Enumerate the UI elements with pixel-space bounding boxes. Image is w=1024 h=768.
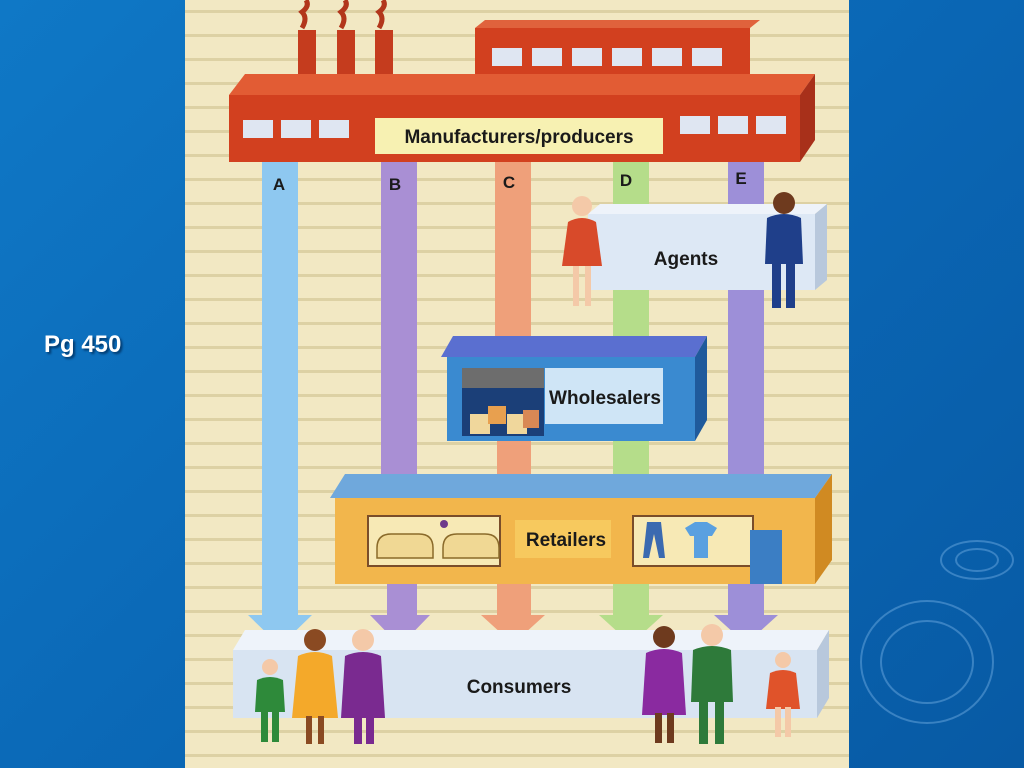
ripple-decoration <box>955 548 999 572</box>
channel-b-arrow <box>370 162 430 646</box>
retailers-label: Retailers <box>526 530 606 551</box>
wholesalers-label: Wholesalers <box>549 388 661 409</box>
consumer-woman-yellow-figure <box>292 629 338 744</box>
channel-e-arrow <box>714 162 778 644</box>
channel-letter-d: D <box>620 171 632 190</box>
channel-c-arrow <box>481 162 545 644</box>
consumer-man-green-figure <box>691 624 733 744</box>
consumer-woman-purple-right-figure <box>642 626 686 743</box>
retailers-store <box>330 474 832 584</box>
consumer-child-green-figure <box>255 659 285 742</box>
ripple-decoration <box>860 600 994 724</box>
channel-letter-a: A <box>273 175 285 194</box>
consumer-child-orange-figure <box>766 652 800 737</box>
channel-letter-b: B <box>389 175 401 194</box>
manufacturers-factory <box>229 74 815 162</box>
consumers-label: Consumers <box>467 677 572 698</box>
agent-woman-figure <box>562 196 602 306</box>
distribution-channel-diagram: Manufacturers/producers Agents Wholesale… <box>185 0 849 768</box>
page-reference: Pg 450 <box>44 331 122 358</box>
channel-letter-e: E <box>735 169 746 188</box>
ripple-decoration <box>880 620 974 704</box>
manufacturers-label: Manufacturers/producers <box>404 127 633 148</box>
agents-label: Agents <box>654 249 718 270</box>
wholesalers-building <box>441 336 707 441</box>
distribution-channels-figure: Manufacturers/producers Agents Wholesale… <box>185 0 849 768</box>
channel-letter-c: C <box>503 173 515 192</box>
agent-man-figure <box>765 192 803 308</box>
ripple-decoration <box>940 540 1014 580</box>
consumer-woman-purple-figure <box>341 629 385 744</box>
